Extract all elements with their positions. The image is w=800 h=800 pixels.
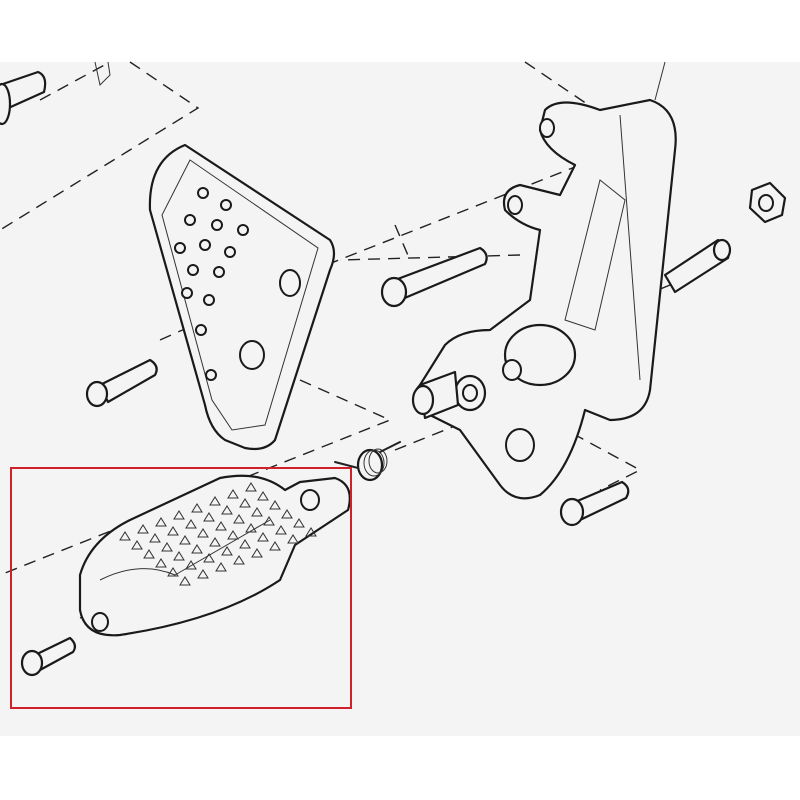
tooth [197, 569, 209, 579]
tooth [239, 539, 251, 549]
tooth [215, 562, 227, 572]
pin-right [663, 238, 732, 294]
tooth [143, 549, 155, 559]
tooth [227, 530, 239, 540]
tooth [167, 567, 179, 577]
pin-top-left [0, 61, 111, 126]
tooth [293, 518, 305, 528]
tooth [173, 510, 185, 520]
tooth [305, 527, 317, 537]
tooth [275, 525, 287, 535]
tooth [233, 555, 245, 565]
tooth [269, 541, 281, 551]
plate-holes [174, 187, 249, 381]
tooth [215, 521, 227, 531]
tooth [221, 505, 233, 515]
tooth [245, 482, 257, 492]
footpeg-bracket [411, 98, 677, 500]
tooth [257, 532, 269, 542]
tooth [203, 512, 215, 522]
tooth [281, 509, 293, 519]
tooth [245, 523, 257, 533]
tooth [197, 528, 209, 538]
tooth [185, 519, 197, 529]
tooth [269, 500, 281, 510]
highlight-box-footpeg [10, 467, 352, 709]
tooth [149, 533, 161, 543]
nut [748, 181, 787, 224]
tooth [185, 560, 197, 570]
return-spring [334, 441, 401, 482]
tooth [161, 542, 173, 552]
tooth [209, 537, 221, 547]
tooth [119, 531, 131, 541]
tooth [209, 496, 221, 506]
tooth [263, 516, 275, 526]
tooth [137, 524, 149, 534]
tooth [155, 517, 167, 527]
tooth [179, 535, 191, 545]
tooth [173, 551, 185, 561]
tooth [167, 526, 179, 536]
tooth [203, 553, 215, 563]
tooth [131, 540, 143, 550]
tooth [287, 534, 299, 544]
tooth [233, 514, 245, 524]
tooth [221, 546, 233, 556]
tooth [239, 498, 251, 508]
footpeg-teeth [119, 482, 317, 586]
tooth [155, 558, 167, 568]
tooth [191, 544, 203, 554]
footpeg [78, 474, 351, 637]
tooth [227, 489, 239, 499]
heel-guard-plate [148, 143, 336, 451]
bolt-plate [85, 358, 158, 408]
bolt-footpeg [20, 636, 77, 677]
bolt-lower [559, 480, 630, 527]
tooth [251, 548, 263, 558]
tooth [179, 576, 191, 586]
tooth [257, 491, 269, 501]
tooth [191, 503, 203, 513]
tooth [251, 507, 263, 517]
bolt-bracket [380, 246, 488, 308]
